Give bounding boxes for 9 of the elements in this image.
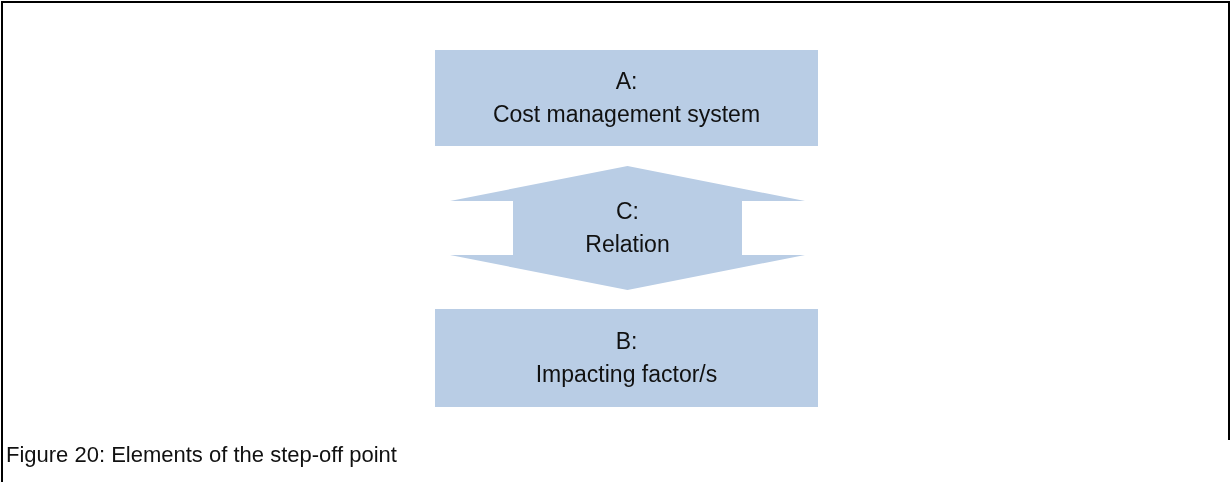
node-letter: A:	[615, 66, 638, 96]
node-label: Relation	[585, 230, 670, 259]
node-letter: C:	[616, 196, 639, 226]
figure-caption: Figure 20: Elements of the step-off point	[6, 442, 397, 468]
process-box	[435, 309, 818, 407]
node-label: Impacting factor/s	[535, 360, 718, 389]
node-letter: B:	[615, 326, 638, 356]
node-label: Cost management system	[492, 100, 761, 129]
process-box	[435, 50, 818, 146]
